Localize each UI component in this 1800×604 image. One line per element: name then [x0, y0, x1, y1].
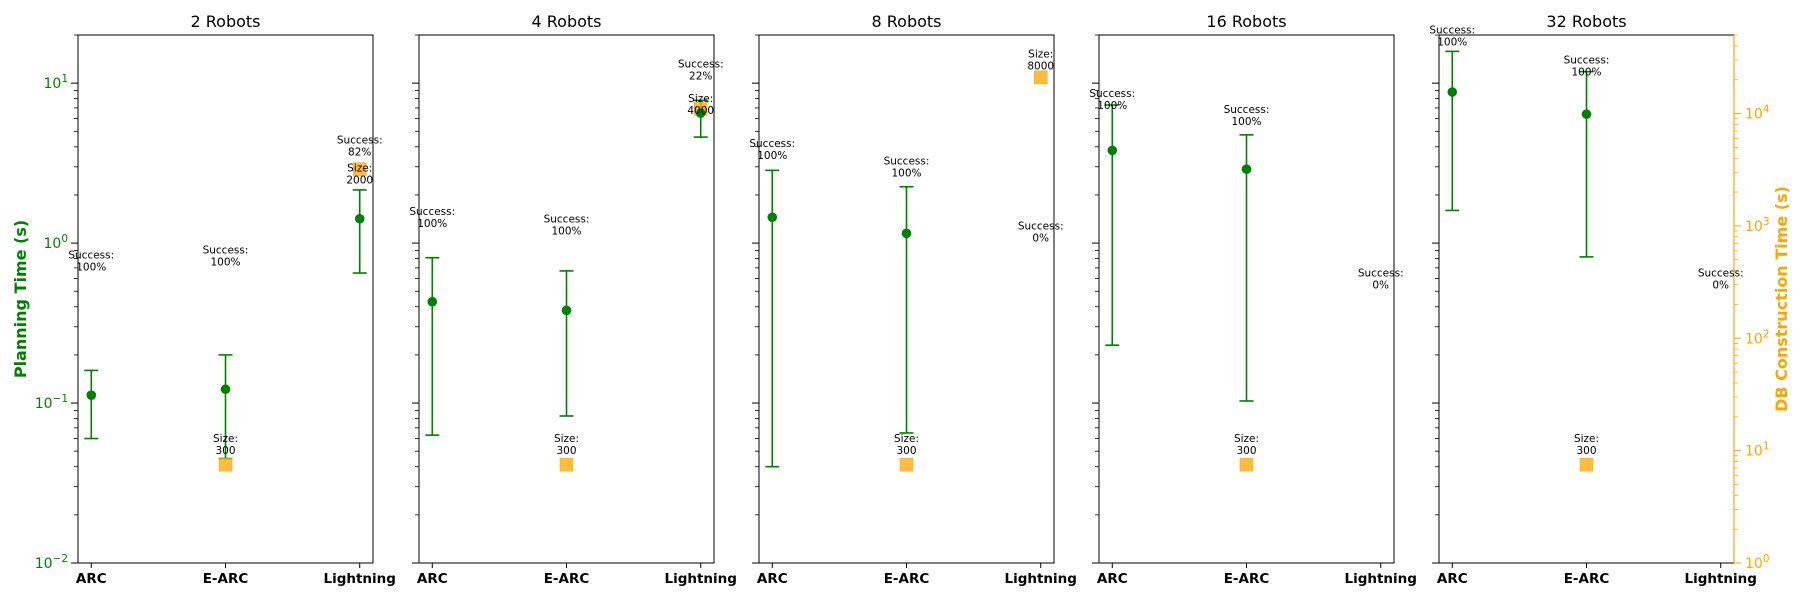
size-value-e-arc: 300 [1576, 445, 1596, 457]
success-value-e-arc: 100% [1571, 66, 1601, 78]
y2-tick-label: 104 [1745, 104, 1770, 123]
planning-time-point-arc [86, 390, 97, 400]
db-time-marker-e-arc [1239, 457, 1254, 472]
success-label-arc: Success: [1429, 24, 1475, 36]
y2-tick-label: 100 [1745, 553, 1770, 572]
success-value-lightning: 0% [1032, 232, 1049, 244]
planning-time-point-lightning [354, 213, 365, 224]
panel-title-4: 16 Robots [1206, 12, 1286, 31]
x-tick-label-e-arc: E-ARC [203, 571, 249, 587]
y-tick-label: 100 [43, 233, 68, 252]
success-value-lightning: 22% [689, 71, 712, 83]
success-label-arc: Success: [749, 138, 795, 150]
success-label-lightning: Success: [678, 59, 724, 71]
planning-time-point-arc [1447, 87, 1458, 97]
planning-time-point-arc [427, 296, 438, 307]
x-tick-label-e-arc: E-ARC [1224, 571, 1270, 587]
panel-title-2: 4 Robots [531, 12, 601, 31]
x-tick-label-e-arc: E-ARC [544, 571, 590, 587]
x-tick-label-arc: ARC [1437, 571, 1468, 587]
success-label-e-arc: Success: [1224, 104, 1270, 116]
size-label-e-arc: Size: [1234, 433, 1259, 445]
panel-title-3: 8 Robots [871, 12, 941, 31]
planning-time-point-e-arc [220, 384, 231, 395]
size-value-e-arc: 300 [556, 445, 576, 457]
size-label-e-arc: Size: [554, 433, 579, 445]
success-value-arc: 100% [1437, 36, 1467, 48]
size-value-lightning: 2000 [346, 175, 373, 187]
success-value-arc: 100% [757, 150, 787, 162]
size-label-lightning: Size: [347, 163, 372, 175]
success-value-e-arc: 100% [551, 225, 581, 237]
planning-time-point-lightning [695, 108, 706, 118]
size-value-e-arc: 300 [896, 445, 916, 457]
success-label-arc: Success: [68, 250, 114, 262]
y2-tick-label: 101 [1745, 441, 1770, 460]
y2-tick-label: 103 [1745, 216, 1770, 235]
size-value-lightning: 4000 [687, 105, 714, 117]
y-axis-label-right: DB Construction Time (s) [1772, 186, 1791, 412]
size-value-e-arc: 300 [215, 445, 235, 457]
success-value-arc: 100% [417, 218, 447, 230]
x-tick-label-arc: ARC [757, 571, 788, 587]
success-label-arc: Success: [1089, 88, 1135, 100]
success-value-e-arc: 100% [891, 168, 921, 180]
size-label-e-arc: Size: [894, 433, 919, 445]
success-label-e-arc: Success: [884, 156, 930, 168]
x-tick-label-lightning: Lightning [664, 571, 736, 587]
planning-time-point-e-arc [561, 305, 572, 316]
y2-tick-label: 102 [1745, 328, 1770, 347]
success-label-e-arc: Success: [544, 213, 590, 225]
x-tick-label-e-arc: E-ARC [1564, 571, 1610, 587]
db-time-marker-e-arc [899, 457, 914, 472]
size-value-lightning: 8000 [1027, 60, 1054, 72]
db-time-marker-e-arc [559, 457, 574, 472]
success-value-arc: 100% [76, 262, 106, 274]
size-label-e-arc: Size: [1574, 433, 1599, 445]
success-value-lightning: 0% [1372, 279, 1389, 291]
success-label-lightning: Success: [337, 134, 383, 146]
size-label-lightning: Size: [1028, 48, 1053, 60]
size-label-lightning: Size: [688, 93, 713, 105]
x-tick-label-lightning: Lightning [1344, 571, 1416, 587]
db-time-marker-lightning [352, 162, 367, 176]
success-label-e-arc: Success: [203, 245, 249, 257]
db-time-marker-lightning [1033, 70, 1048, 85]
success-label-lightning: Success: [1698, 267, 1744, 279]
x-tick-label-lightning: Lightning [1684, 571, 1756, 587]
size-value-e-arc: 300 [1236, 445, 1256, 457]
x-tick-label-arc: ARC [76, 571, 107, 587]
panel-frame-1 [77, 34, 374, 564]
y-tick-label: 10−2 [35, 553, 68, 572]
success-value-arc: 100% [1097, 100, 1127, 112]
panel-title-1: 2 Robots [190, 12, 260, 31]
planning-time-point-arc [1107, 145, 1118, 156]
db-time-marker-e-arc [1579, 457, 1594, 472]
success-value-e-arc: 100% [1231, 116, 1261, 128]
success-value-e-arc: 100% [210, 257, 240, 269]
success-label-e-arc: Success: [1564, 54, 1610, 66]
success-value-lightning: 0% [1712, 279, 1729, 291]
panel-title-5: 32 Robots [1546, 12, 1626, 31]
success-value-lightning: 82% [348, 146, 371, 158]
y-tick-label: 10−1 [35, 393, 68, 412]
planning-time-point-arc [767, 212, 778, 223]
x-tick-label-e-arc: E-ARC [884, 571, 930, 587]
success-label-lightning: Success: [1358, 267, 1404, 279]
x-tick-label-lightning: Lightning [323, 571, 395, 587]
db-time-marker-e-arc [218, 457, 233, 472]
y-axis-label-left: Planning Time (s) [11, 220, 30, 378]
planning-time-point-e-arc [901, 228, 912, 239]
y-tick-label: 101 [43, 73, 68, 92]
x-tick-label-arc: ARC [1097, 571, 1128, 587]
success-label-arc: Success: [409, 206, 455, 218]
x-tick-label-arc: ARC [417, 571, 448, 587]
success-label-lightning: Success: [1018, 220, 1064, 232]
planning-time-point-e-arc [1581, 109, 1592, 119]
size-label-e-arc: Size: [213, 433, 238, 445]
x-tick-label-lightning: Lightning [1004, 571, 1076, 587]
planning-time-point-e-arc [1241, 164, 1252, 174]
